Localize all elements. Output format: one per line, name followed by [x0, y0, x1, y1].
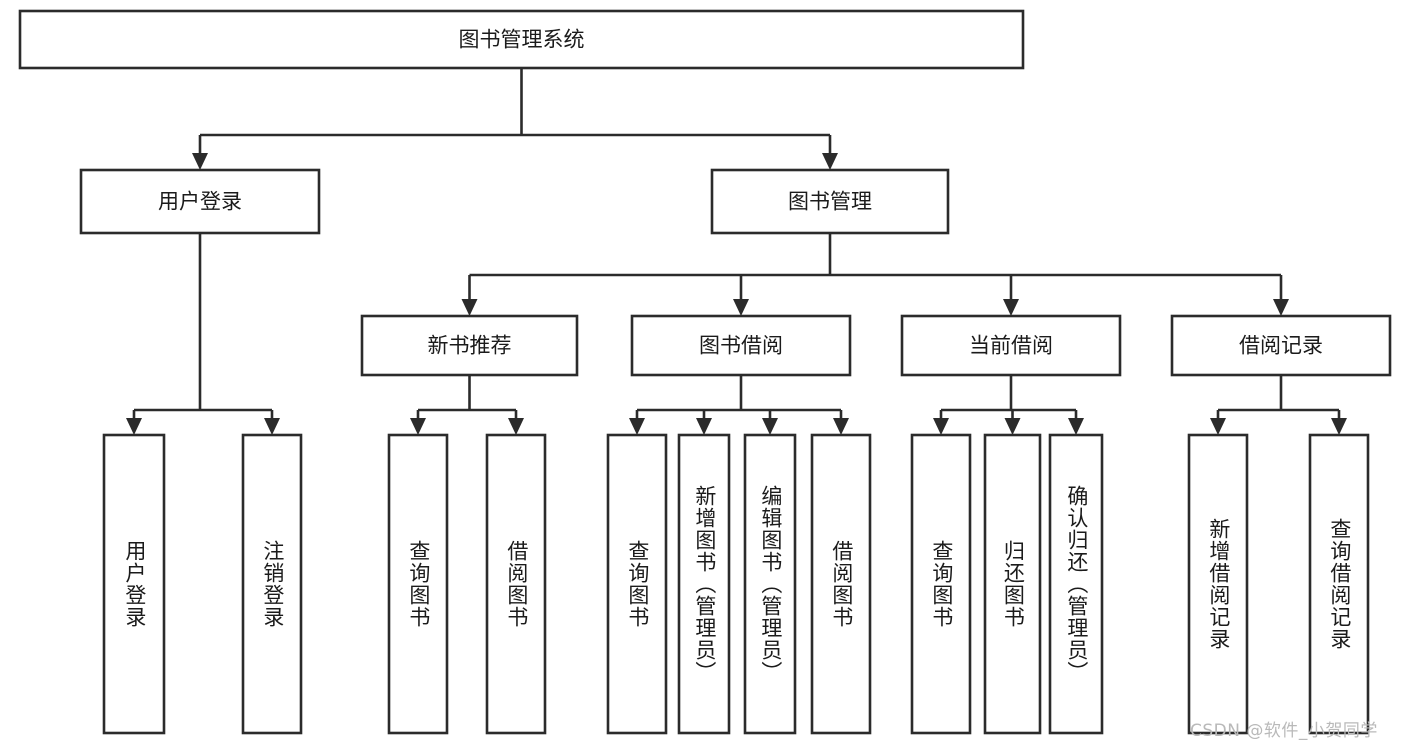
node-box-root [18, 9, 1025, 70]
arrow-head-icon [833, 418, 849, 435]
node-new-book-recommend[interactable]: 新书推荐 [360, 314, 579, 377]
watermark-credit: CSDN @软件_小贺同学 [1190, 721, 1378, 741]
arrow-head-icon [461, 299, 478, 316]
node-box-leaf-query-book-1 [387, 433, 449, 735]
node-leaf-add-borrow-record[interactable] [1187, 433, 1249, 735]
arrow-head-icon [192, 153, 208, 170]
node-box-leaf-add-book [677, 433, 731, 735]
arrow-head-icon [508, 418, 524, 435]
node-leaf-user-logout[interactable] [241, 433, 303, 735]
node-current-borrow[interactable]: 当前借阅 [900, 314, 1122, 377]
arrow-head-icon [1068, 418, 1084, 435]
node-leaf-edit-book[interactable] [743, 433, 797, 735]
node-user-login[interactable]: 用户登录 [79, 168, 321, 235]
node-box-leaf-borrow-book-2 [810, 433, 872, 735]
node-leaf-query-book-3[interactable] [910, 433, 972, 735]
node-box-leaf-user-logout [241, 433, 303, 735]
node-borrow-record[interactable]: 借阅记录 [1170, 314, 1392, 377]
arrow-head-icon [1004, 418, 1021, 435]
node-box-leaf-edit-book [743, 433, 797, 735]
arrow-head-icon [264, 418, 280, 435]
arrow-head-icon [933, 418, 949, 435]
node-root[interactable]: 图书管理系统 [18, 9, 1025, 70]
node-leaf-confirm-return[interactable] [1048, 433, 1104, 735]
node-leaf-borrow-book-1[interactable] [485, 433, 547, 735]
node-box-leaf-user-login [102, 433, 166, 735]
node-box-leaf-borrow-book-1 [485, 433, 547, 735]
arrow-head-icon [733, 299, 749, 316]
edges-layer [126, 68, 1347, 435]
node-label-root: 图书管理系统 [459, 28, 585, 52]
node-label-book-borrow: 图书借阅 [699, 334, 783, 358]
node-box-leaf-return-book [983, 433, 1042, 735]
arrow-head-icon [1273, 299, 1289, 316]
arrow-head-icon [762, 418, 778, 435]
node-box-leaf-query-book-2 [606, 433, 668, 735]
node-leaf-query-borrow-record[interactable] [1308, 433, 1370, 735]
node-book-borrow[interactable]: 图书借阅 [630, 314, 852, 377]
node-leaf-query-book-2[interactable] [606, 433, 668, 735]
arrow-head-icon [1210, 418, 1226, 435]
node-box-borrow-record [1170, 314, 1392, 377]
node-box-leaf-add-borrow-record [1187, 433, 1249, 735]
node-box-current-borrow [900, 314, 1122, 377]
arrow-head-icon [1331, 418, 1347, 435]
arrow-head-icon [410, 418, 426, 435]
node-leaf-add-book[interactable] [677, 433, 731, 735]
node-box-leaf-confirm-return [1048, 433, 1104, 735]
arrow-head-icon [126, 418, 142, 435]
node-leaf-borrow-book-2[interactable] [810, 433, 872, 735]
node-box-book-borrow [630, 314, 852, 377]
node-box-user-login [79, 168, 321, 235]
arrow-head-icon [696, 418, 712, 435]
node-label-new-book-recommend: 新书推荐 [428, 334, 512, 358]
node-box-leaf-query-book-3 [910, 433, 972, 735]
node-leaf-return-book[interactable] [983, 433, 1042, 735]
arrow-head-icon [1003, 299, 1019, 316]
node-label-book-manage: 图书管理 [788, 190, 872, 214]
arrow-head-icon [629, 418, 645, 435]
node-label-borrow-record: 借阅记录 [1239, 334, 1323, 358]
node-leaf-user-login[interactable] [102, 433, 166, 735]
node-box-book-manage [710, 168, 950, 235]
node-box-leaf-query-borrow-record [1308, 433, 1370, 735]
node-label-current-borrow: 当前借阅 [969, 334, 1053, 358]
node-leaf-query-book-1[interactable] [387, 433, 449, 735]
node-book-manage[interactable]: 图书管理 [710, 168, 950, 235]
arrow-head-icon [822, 153, 838, 170]
node-label-user-login: 用户登录 [158, 190, 242, 214]
node-box-new-book-recommend [360, 314, 579, 377]
